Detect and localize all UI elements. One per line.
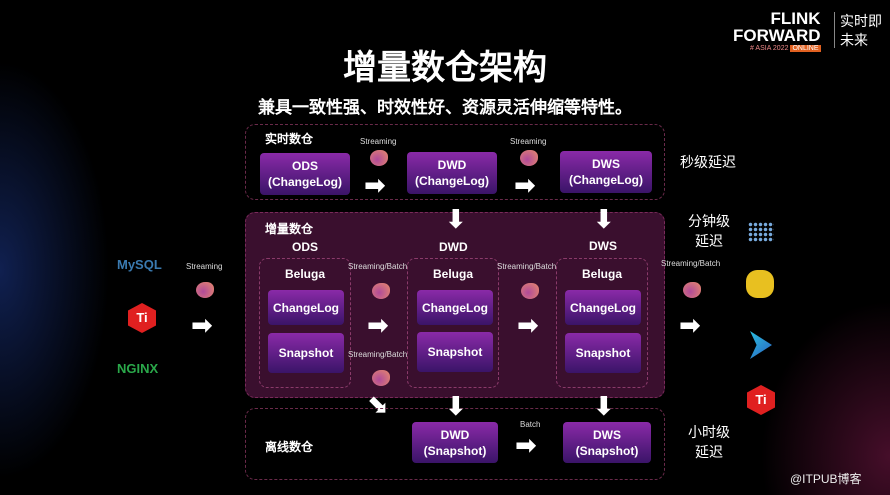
arrow-down-icon: ⬇ xyxy=(445,391,467,421)
offline-dwd-box: DWD(Snapshot) xyxy=(412,422,498,463)
edge-label: Streaming xyxy=(510,137,547,146)
edge-label: Batch xyxy=(520,420,541,429)
arrow-right-icon: ➡ xyxy=(515,430,537,460)
arrow-down-right-icon: ⬊ xyxy=(366,388,388,418)
beluga-dws: Beluga xyxy=(556,258,648,388)
latency-minutes: 分钟级延迟 xyxy=(688,214,730,250)
column-dws: DWS xyxy=(589,239,617,253)
dwd-snapshot-box: Snapshot xyxy=(417,332,493,372)
background-glow-right xyxy=(760,300,890,495)
ods-snapshot-box: Snapshot xyxy=(268,333,344,373)
realtime-dwd-box: DWD(ChangeLog) xyxy=(407,152,497,194)
arrow-right-icon: ➡ xyxy=(367,310,389,340)
arrow-right-icon: ➡ xyxy=(191,310,213,340)
flink-squirrel-icon xyxy=(521,283,539,299)
page-title: 增量数仓架构 xyxy=(343,48,547,88)
beluga-ods: Beluga xyxy=(259,258,351,388)
arrow-down-icon: ⬇ xyxy=(593,391,615,421)
arrow-right-icon: ➡ xyxy=(364,170,386,200)
arrow-right-icon: ➡ xyxy=(517,310,539,340)
flink-squirrel-icon xyxy=(372,370,390,386)
edge-label: Streaming/Batch xyxy=(661,259,721,268)
realtime-ods-box: ODS(ChangeLog) xyxy=(260,153,350,195)
beluga-dwd: Beluga xyxy=(407,258,499,388)
dwd-changelog-box: ChangeLog xyxy=(417,290,493,325)
offline-label: 离线数仓 xyxy=(265,440,314,454)
edge-label: Streaming xyxy=(186,262,223,271)
dws-snapshot-box: Snapshot xyxy=(565,333,641,373)
edge-label: Streaming/Batch xyxy=(348,350,408,359)
latency-hours: 小时级延迟 xyxy=(688,425,730,461)
hive-icon xyxy=(746,270,774,298)
nginx-logo: NGINX xyxy=(117,361,159,376)
mysql-logo: MySQL xyxy=(117,257,162,272)
flink-squirrel-icon xyxy=(520,150,538,166)
flink-squirrel-icon xyxy=(683,282,701,298)
edge-label: Streaming/Batch xyxy=(348,262,408,271)
offline-warehouse-zone xyxy=(245,408,665,480)
edge-label: Streaming xyxy=(360,137,397,146)
dotted-engine-icon xyxy=(748,222,774,242)
column-dwd: DWD xyxy=(439,240,468,254)
page-subtitle: 兼具一致性强、时效性好、资源灵活伸缩等特性。 xyxy=(258,98,632,118)
dws-changelog-box: ChangeLog xyxy=(565,290,641,325)
background-glow-left xyxy=(0,60,110,480)
edge-label: Streaming/Batch xyxy=(497,262,557,271)
realtime-warehouse-zone xyxy=(245,124,665,200)
arrow-right-icon: ➡ xyxy=(679,310,701,340)
logo-divider xyxy=(834,12,835,48)
incremental-label: 增量数仓 xyxy=(265,222,314,236)
flink-squirrel-icon xyxy=(372,283,390,299)
watermark: @ITPUB博客 xyxy=(790,472,862,486)
arrow-right-icon: ➡ xyxy=(514,170,536,200)
offline-dws-box: DWS(Snapshot) xyxy=(563,422,651,463)
column-ods: ODS xyxy=(292,240,319,254)
tidb-sink-logo: Ti xyxy=(747,385,775,415)
realtime-dws-box: DWS(ChangeLog) xyxy=(560,151,652,193)
arrow-down-icon: ⬇ xyxy=(593,204,615,234)
tidb-logo: Ti xyxy=(128,303,156,333)
arrow-down-icon: ⬇ xyxy=(445,204,467,234)
latency-seconds: 秒级延迟 xyxy=(680,155,736,171)
ods-changelog-box: ChangeLog xyxy=(268,290,344,325)
realtime-label: 实时数仓 xyxy=(265,132,314,146)
slogan: 实时即未来 xyxy=(840,13,882,48)
flink-squirrel-icon xyxy=(370,150,388,166)
flink-squirrel-icon xyxy=(196,282,214,298)
